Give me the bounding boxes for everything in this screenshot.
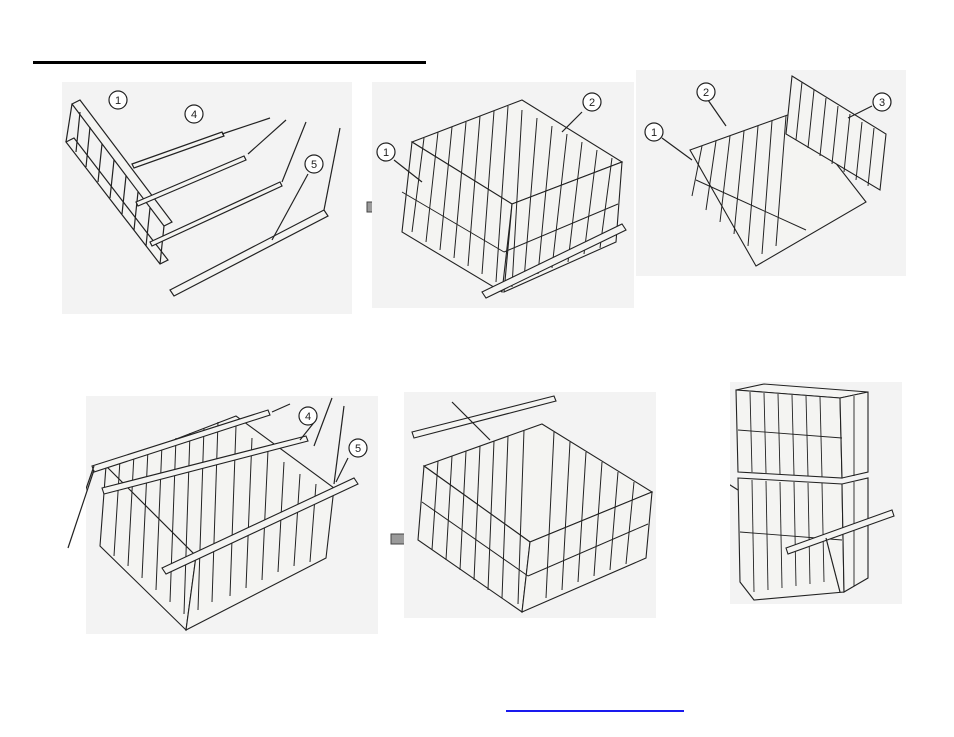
svg-text:2: 2 (703, 87, 709, 99)
svg-text:3: 3 (879, 97, 885, 109)
step-1-illustration: 1 4 5 (62, 82, 352, 314)
svg-text:1: 1 (115, 95, 121, 107)
step-6-illustration (730, 382, 902, 604)
svg-text:4: 4 (305, 411, 311, 423)
step-4-illustration: 4 5 (86, 396, 378, 634)
svg-text:2: 2 (589, 97, 595, 109)
svg-text:5: 5 (311, 159, 317, 171)
leader-line (66, 468, 96, 550)
hyperlink-underline[interactable] (506, 710, 684, 712)
callout-1: 1 (645, 123, 663, 141)
callout-5: 5 (305, 155, 323, 173)
callout-4: 4 (185, 105, 203, 123)
callout-3: 3 (873, 93, 891, 111)
svg-text:4: 4 (191, 109, 197, 121)
svg-text:1: 1 (651, 127, 657, 139)
svg-text:5: 5 (355, 443, 361, 455)
callout-1: 1 (377, 143, 395, 161)
svg-text:1: 1 (383, 147, 389, 159)
callout-4: 4 (299, 407, 317, 425)
header-rule (33, 61, 426, 64)
step-5-illustration (404, 392, 656, 618)
step-2-illustration: 2 1 (372, 82, 634, 308)
callout-1: 1 (109, 91, 127, 109)
step-3-illustration: 2 3 1 (636, 70, 906, 276)
callout-5: 5 (349, 439, 367, 457)
callout-2: 2 (697, 83, 715, 101)
callout-2: 2 (583, 93, 601, 111)
